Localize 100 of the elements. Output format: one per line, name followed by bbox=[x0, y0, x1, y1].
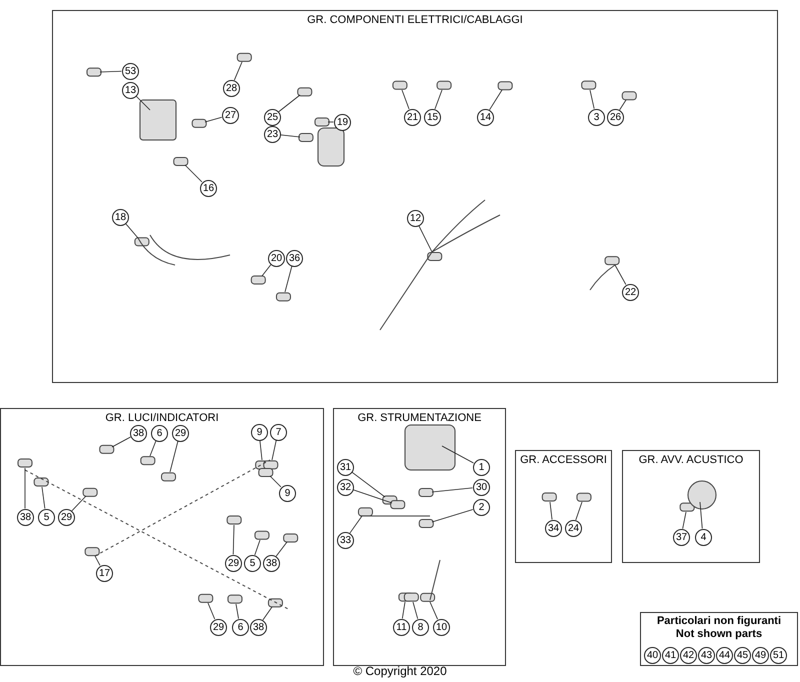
parts-group-panel bbox=[515, 450, 612, 563]
callout-number: 49 bbox=[752, 647, 769, 664]
parts-group-panel bbox=[622, 450, 760, 563]
callout-number: 38 bbox=[250, 619, 267, 636]
leader-line bbox=[260, 440, 262, 460]
leader-line bbox=[100, 70, 122, 72]
leader-line bbox=[418, 225, 432, 252]
leader-line bbox=[184, 164, 202, 182]
callout-number: 18 bbox=[112, 209, 129, 226]
callout-number: 53 bbox=[122, 63, 139, 80]
callout-number: 37 bbox=[673, 529, 690, 546]
callout-number: 13 bbox=[122, 82, 139, 99]
callout-number: 26 bbox=[607, 109, 624, 126]
leader-line bbox=[350, 516, 362, 534]
callout-number: 29 bbox=[225, 555, 242, 572]
parts-group-panel bbox=[640, 612, 798, 666]
leader-line bbox=[272, 440, 277, 460]
leader-line bbox=[402, 602, 406, 619]
leader-line bbox=[614, 264, 626, 285]
callout-number: 7 bbox=[270, 424, 287, 441]
callout-number: 40 bbox=[644, 647, 661, 664]
leader-line bbox=[232, 524, 234, 555]
callout-number: 36 bbox=[286, 250, 303, 267]
callout-number: 45 bbox=[734, 647, 751, 664]
leader-line bbox=[575, 502, 582, 520]
leader-line bbox=[284, 266, 292, 292]
callout-number: 2 bbox=[473, 499, 490, 516]
callout-number: 31 bbox=[337, 459, 354, 476]
leader-line bbox=[112, 436, 131, 448]
callout-number: 11 bbox=[393, 619, 410, 636]
callout-number: 6 bbox=[232, 619, 249, 636]
callout-number: 28 bbox=[223, 80, 240, 97]
leader-line bbox=[619, 100, 626, 110]
callout-number: 10 bbox=[433, 619, 450, 636]
callout-number: 22 bbox=[622, 284, 639, 301]
callout-number: 6 bbox=[151, 425, 168, 442]
callout-number: 34 bbox=[545, 520, 562, 537]
leader-line bbox=[280, 134, 300, 138]
leader-line bbox=[42, 486, 46, 509]
callout-number: 44 bbox=[716, 647, 733, 664]
callout-number: 23 bbox=[264, 126, 281, 143]
callout-number: 15 bbox=[424, 109, 441, 126]
parts-group-panel bbox=[52, 10, 778, 383]
callout-number: 43 bbox=[698, 647, 715, 664]
leader-line bbox=[204, 116, 222, 122]
callout-number: 17 bbox=[96, 565, 113, 582]
leader-line bbox=[434, 90, 442, 110]
leader-line bbox=[430, 602, 438, 620]
callout-number: 5 bbox=[244, 555, 261, 572]
leader-line bbox=[236, 604, 239, 620]
leader-line bbox=[432, 509, 474, 522]
callout-number: 38 bbox=[263, 555, 280, 572]
leader-line bbox=[351, 472, 386, 498]
callout-number: 21 bbox=[404, 109, 421, 126]
callout-number: 5 bbox=[38, 509, 55, 526]
leader-line bbox=[590, 90, 595, 110]
leader-line bbox=[24, 468, 26, 509]
callout-number: 8 bbox=[412, 619, 429, 636]
callout-number: 12 bbox=[407, 210, 424, 227]
callout-number: 33 bbox=[337, 532, 354, 549]
copyright-caption: © Copyright 2020 bbox=[352, 664, 448, 678]
panel-title: GR. COMPONENTI ELETTRICI/CABLAGGI bbox=[306, 14, 524, 26]
leader-line bbox=[125, 223, 138, 238]
callout-number: 30 bbox=[473, 479, 490, 496]
leader-line bbox=[170, 440, 178, 472]
callout-number: 9 bbox=[251, 424, 268, 441]
panel-title: GR. LUCI/INDICATORI bbox=[104, 412, 220, 424]
callout-number: 42 bbox=[680, 647, 697, 664]
leader-line bbox=[234, 62, 242, 81]
leader-line bbox=[270, 476, 282, 488]
callout-number: 27 bbox=[222, 107, 239, 124]
callout-number: 9 bbox=[279, 485, 296, 502]
panel-note: Not shown parts bbox=[674, 628, 764, 640]
leader-line bbox=[94, 556, 100, 566]
callout-number: 16 bbox=[200, 180, 217, 197]
callout-number: 51 bbox=[770, 647, 787, 664]
leader-line bbox=[262, 606, 272, 620]
leader-line bbox=[276, 542, 288, 557]
panel-note: Particolari non figuranti bbox=[656, 615, 782, 627]
leader-line bbox=[136, 96, 150, 110]
panel-title: GR. AVV. ACUSTICO bbox=[638, 454, 744, 466]
parts-group-panel bbox=[0, 408, 324, 666]
callout-number: 1 bbox=[473, 459, 490, 476]
leader-line bbox=[278, 94, 300, 112]
callout-number: 4 bbox=[695, 529, 712, 546]
leader-line bbox=[150, 440, 156, 456]
callout-number: 38 bbox=[17, 509, 34, 526]
callout-number: 19 bbox=[334, 114, 351, 131]
callout-number: 29 bbox=[210, 619, 227, 636]
leader-line bbox=[682, 512, 686, 530]
leader-line bbox=[402, 90, 410, 110]
callout-number: 25 bbox=[264, 109, 281, 126]
leader-line bbox=[442, 446, 474, 464]
leader-line bbox=[208, 602, 216, 620]
leader-line bbox=[550, 502, 552, 520]
leader-line bbox=[700, 502, 703, 529]
parts-group-panel bbox=[333, 408, 506, 666]
callout-number: 24 bbox=[565, 520, 582, 537]
callout-number: 29 bbox=[172, 425, 189, 442]
leader-line bbox=[71, 496, 86, 512]
